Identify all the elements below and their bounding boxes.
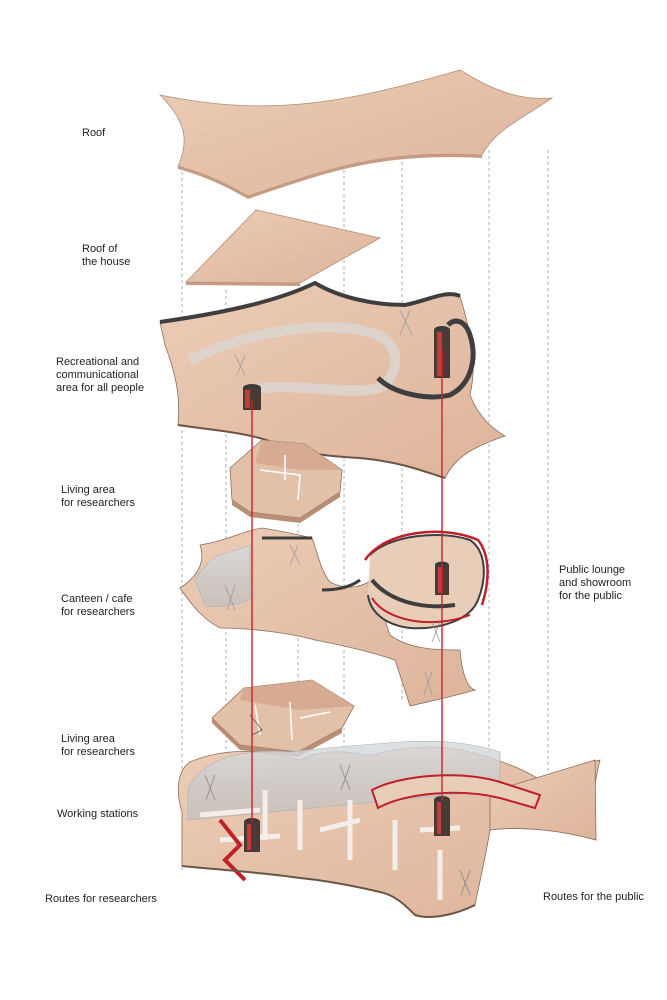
house-roof-slab <box>185 209 382 284</box>
roof-slab <box>158 69 554 197</box>
label-canteen: Canteen / cafe for researchers <box>61 593 135 618</box>
label-roof: Roof <box>82 127 106 139</box>
living-area-upper-model <box>229 439 343 523</box>
label-living-area-upper: Living area for researchers <box>61 484 135 509</box>
working-stations-level <box>177 741 601 918</box>
label-working-stations: Working stations <box>57 808 139 820</box>
living-area-lower-model <box>211 679 355 757</box>
label-public-lounge: Public lounge and showroom for the publi… <box>559 564 632 602</box>
label-recreational-area: Recreational and communicational area fo… <box>56 356 145 394</box>
route-lines <box>251 350 443 822</box>
label-living-area-lower: Living area for researchers <box>61 733 135 758</box>
label-routes-researchers: Routes for researchers <box>45 893 157 905</box>
label-roof-of-house: Roof of the house <box>82 243 131 268</box>
public-lounge-curved-wall <box>363 530 489 630</box>
canteen-level <box>179 527 489 707</box>
label-routes-public: Routes for the public <box>543 891 644 903</box>
house-roof-edge <box>186 282 300 286</box>
recreational-level <box>159 280 506 479</box>
